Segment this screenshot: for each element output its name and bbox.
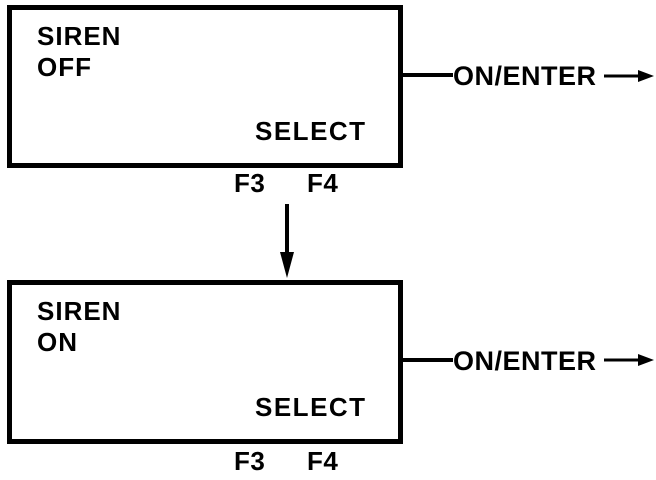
- screen-line-1: SIREN: [37, 296, 122, 326]
- select-softkey-label: SELECT: [255, 116, 367, 146]
- fkey-label-f3: F3: [234, 446, 266, 476]
- connector-line: [401, 358, 453, 362]
- screen-line-2: ON: [37, 327, 78, 357]
- down-arrow-icon: [280, 204, 294, 278]
- right-arrow-icon: [604, 70, 654, 82]
- fkey-label-f3: F3: [234, 168, 266, 198]
- connector-line: [401, 73, 453, 77]
- select-softkey-label: SELECT: [255, 392, 367, 422]
- fkey-label-f4: F4: [307, 446, 339, 476]
- screen-line-1: SIREN: [37, 21, 122, 51]
- screen-line-2: OFF: [37, 52, 92, 82]
- on-enter-label: ON/ENTER: [453, 61, 597, 91]
- on-enter-label: ON/ENTER: [453, 346, 597, 376]
- right-arrow-icon: [604, 354, 654, 366]
- fkey-label-f4: F4: [307, 168, 339, 198]
